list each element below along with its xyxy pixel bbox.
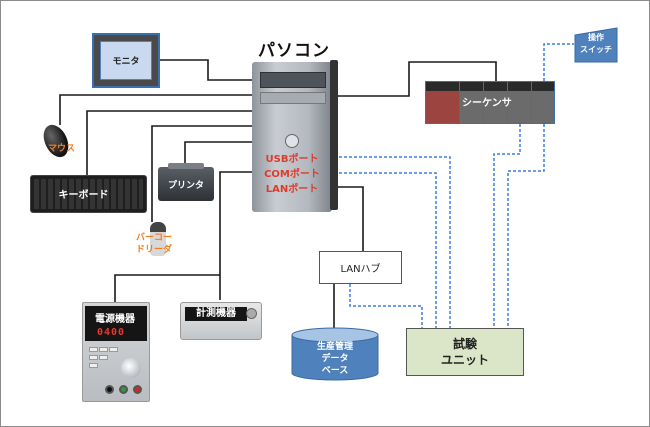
- lan-hub-box: LANハブ: [319, 251, 402, 284]
- usb-port-label: USBポート: [265, 154, 319, 165]
- barcode-label-line1: バーコー: [136, 233, 173, 243]
- database-label: 生産管理 データ ベース: [291, 341, 379, 377]
- monitor-label: モニタ: [100, 41, 152, 80]
- meter-label: 計測機器: [185, 307, 247, 321]
- database-cylinder: 生産管理 データ ベース: [291, 327, 379, 381]
- psu-display: 電源機器 0400: [85, 306, 147, 341]
- keyboard-device: キーボード: [30, 175, 147, 213]
- sequencer-slot: [426, 82, 460, 123]
- pc-power-button: [285, 134, 299, 148]
- psu-key: [109, 347, 118, 352]
- printer-label: プリンタ: [167, 181, 204, 191]
- test-unit-box: 試験 ユニット: [406, 328, 524, 376]
- wire-keyboard: [86, 110, 254, 175]
- wire-printer: [184, 141, 254, 167]
- test-unit-line2: ユニット: [440, 353, 489, 367]
- psu-label: 電源機器: [95, 314, 135, 325]
- printer-tray: [168, 163, 204, 169]
- wire-monitor: [160, 59, 254, 81]
- sequencer-device: シーケンサ: [425, 81, 555, 124]
- database-line2: データ: [321, 354, 349, 364]
- dashed-hub-unit: [349, 284, 423, 328]
- barcode-reader-label: バーコー ドリーダ: [136, 232, 172, 256]
- sequencer-slot: [426, 82, 508, 123]
- dashed-seq-unit-2: [507, 124, 545, 328]
- sequencer-slot: [426, 82, 484, 123]
- switch-line2: スイッチ: [580, 45, 612, 54]
- psu-knob: [121, 358, 141, 378]
- psu-key: [89, 355, 98, 360]
- printer-device: プリンタ: [158, 163, 214, 201]
- psu-key: [89, 347, 98, 352]
- dashed-seq-unit-1: [493, 124, 521, 328]
- psu-key: [99, 347, 108, 352]
- pc-tower: USBポート COMポート LANポート: [252, 60, 338, 212]
- dashed-com-unit: [334, 172, 437, 328]
- pc-optical-drive: [260, 72, 326, 88]
- keyboard-label: キーボード: [58, 190, 109, 201]
- mouse-label: マウス: [48, 144, 76, 154]
- test-unit-line1: 試験: [452, 337, 477, 351]
- database-icon: [291, 327, 379, 381]
- sequencer-slot: [426, 82, 532, 123]
- lan-hub-label: LANハブ: [340, 264, 381, 275]
- database-line1: 生産管理: [316, 342, 353, 352]
- wire-mouse: [59, 94, 254, 125]
- switch-shape: [574, 27, 618, 63]
- pc-side-panel: [330, 60, 338, 210]
- sequencer-label: シーケンサ: [462, 98, 512, 109]
- switch-line1: 操作: [588, 33, 604, 42]
- switch-label: 操作 スイッチ: [574, 32, 618, 56]
- wire-barcode: [151, 125, 254, 222]
- psu-jack-red: [133, 385, 142, 394]
- pc-port-labels: USBポート COMポート LANポート: [252, 152, 332, 197]
- database-line3: ベース: [321, 366, 349, 376]
- dashed-usb-unit: [334, 156, 451, 328]
- psu-jack-black: [105, 385, 114, 394]
- pc-title: パソコン: [258, 41, 330, 61]
- psu-key: [89, 363, 98, 368]
- operation-switch: 操作 スイッチ: [574, 27, 618, 63]
- barcode-scanner-icon: [150, 222, 166, 256]
- wire-psu: [114, 274, 220, 302]
- keyboard-keys: [34, 179, 143, 209]
- wire-lan-hub: [332, 186, 364, 251]
- com-port-label: COMポート: [264, 169, 320, 180]
- wire-sequencer: [332, 61, 497, 97]
- sequencer-power-module: [426, 91, 459, 123]
- pc-floppy-drive: [260, 92, 326, 104]
- power-supply-device: 電源機器 0400: [82, 302, 150, 402]
- barcode-label-line2: ドリーダ: [136, 245, 173, 255]
- meter-dial: [246, 308, 257, 319]
- sequencer-top-bar: [426, 82, 554, 91]
- psu-display-value: 0400: [97, 327, 126, 338]
- psu-key: [99, 355, 108, 360]
- monitor-device: モニタ: [92, 33, 160, 88]
- measuring-instrument-device: 計測機器: [180, 302, 262, 340]
- wire-instruments: [219, 171, 254, 300]
- dashed-seq-switch: [543, 43, 574, 81]
- lan-port-label: LANポート: [265, 184, 319, 195]
- psu-jack-green: [119, 385, 128, 394]
